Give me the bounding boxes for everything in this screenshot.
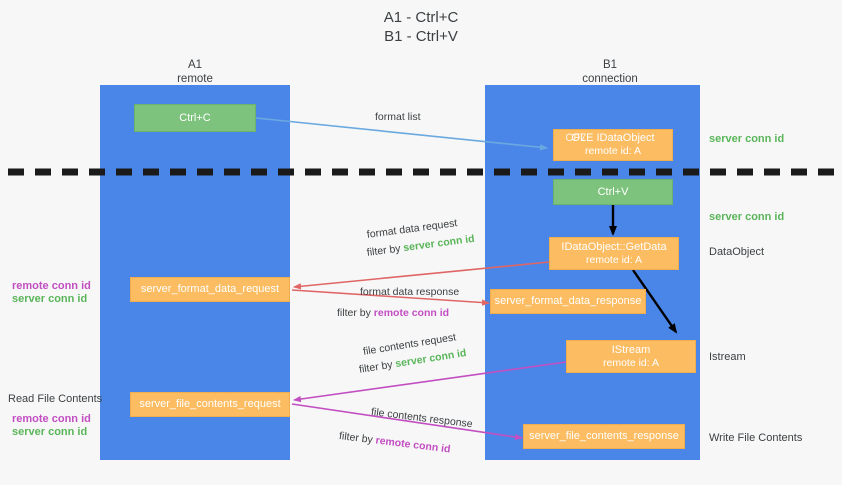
annotation-write-file-contents: Write File Contents: [709, 432, 803, 444]
node-istream[interactable]: IStream remote id: A: [566, 340, 696, 373]
annotation-server-conn-id-top: server conn id: [709, 133, 785, 145]
lane-a1-name: A1: [187, 59, 203, 71]
annotation-remote-conn-id-2: remote conn id: [12, 413, 91, 425]
label-format-data-response-filter: filter by remote conn id: [337, 306, 449, 320]
page-title: A1 - Ctrl+C B1 - Ctrl+V: [0, 8, 842, 46]
annotation-server-conn-id-1: server conn id: [12, 293, 88, 305]
label-format-data-response-text: format data response: [360, 286, 460, 298]
title-line-1: A1 - Ctrl+C: [383, 9, 459, 26]
arrow-format-data-request: [293, 261, 550, 290]
node-server-file-contents-response[interactable]: server_file_contents_response: [523, 424, 685, 449]
lane-header-b1: B1 connection: [535, 58, 685, 86]
node-getdata-label: IDataObject::GetData: [561, 240, 667, 253]
label-format-list-text: format list: [375, 111, 421, 123]
title-line-2: B1 - Ctrl+V: [384, 28, 458, 45]
label-format-data-response: format data response: [360, 285, 459, 299]
annotation-server-conn-id-2: server conn id: [12, 426, 88, 438]
node-ole-idataobject[interactable]: CF7 OLE IDataObject remote id: A: [553, 129, 673, 161]
node-server-file-contents-request-label: server_file_contents_request: [139, 398, 281, 410]
label-format-list: format list: [375, 110, 421, 124]
lane-b1-name: B1: [602, 59, 618, 71]
node-server-format-data-response[interactable]: server_format_data_response: [490, 289, 646, 314]
annotation-server-conn-id-mid: server conn id: [709, 211, 785, 223]
node-ctrl-v-label: Ctrl+V: [597, 185, 629, 198]
node-getdata-sub: remote id: A: [585, 253, 643, 266]
lane-a1-subtitle: remote: [177, 73, 213, 85]
arrow-file-contents-response: [291, 403, 523, 441]
annotation-dataobject: DataObject: [709, 246, 765, 258]
arrow-format-data-response: [291, 289, 490, 306]
node-server-file-contents-response-label: server_file_contents_response: [529, 430, 679, 442]
node-server-format-data-response-label: server_format_data_response: [494, 295, 642, 307]
node-server-format-data-request-label: server_format_data_request: [140, 283, 280, 295]
filter-prefix: filter by: [337, 307, 374, 319]
node-idataobject-getdata[interactable]: IDataObject::GetData remote id: A: [549, 237, 679, 270]
annotation-read-file-contents: Read File Contents: [8, 393, 103, 405]
node-istream-sub: remote id: A: [602, 356, 660, 369]
node-server-format-data-request[interactable]: server_format_data_request: [130, 277, 290, 302]
arrow-getdata-to-istream: [632, 269, 678, 334]
node-istream-label: IStream: [611, 343, 651, 356]
annotation-remote-conn-id-1: remote conn id: [12, 280, 91, 292]
annotation-istream: Istream: [709, 351, 746, 363]
node-ole-idataobject-ghost: CF7: [565, 132, 587, 144]
lane-header-a1: A1 remote: [120, 58, 270, 86]
node-ctrl-c[interactable]: Ctrl+C: [134, 104, 256, 132]
node-server-file-contents-request[interactable]: server_file_contents_request: [130, 392, 290, 417]
filter-value-remote-conn-id: remote conn id: [373, 307, 450, 319]
node-ctrl-c-label: Ctrl+C: [179, 111, 211, 124]
node-ctrl-v[interactable]: Ctrl+V: [553, 179, 673, 205]
node-ole-idataobject-label: OLE IDataObject: [571, 132, 655, 144]
arrow-format-list: [255, 117, 548, 151]
arrow-file-contents-request: [293, 361, 567, 403]
lane-b1-subtitle: connection: [582, 73, 638, 85]
node-ole-idataobject-sub: remote id: A: [584, 145, 642, 157]
